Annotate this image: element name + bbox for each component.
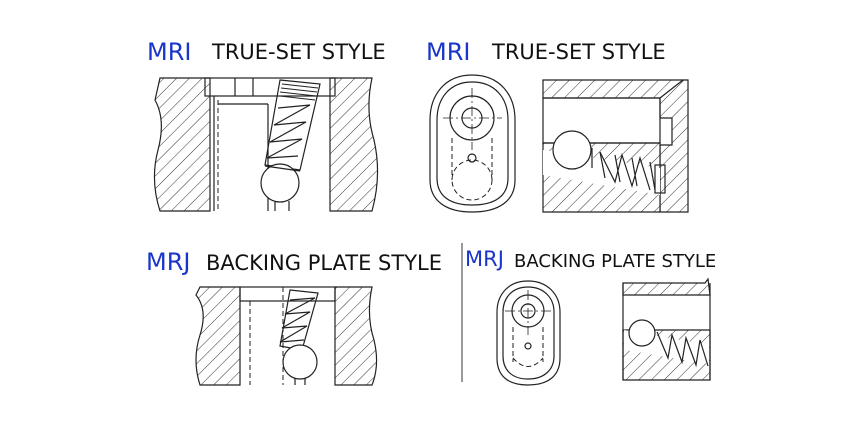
product-code: MRJ (146, 248, 190, 276)
style-label: TRUE-SET STYLE (211, 40, 386, 64)
mri-section-view (153, 77, 379, 212)
title-mri-true-set-2: MRI TRUE-SET STYLE (426, 38, 666, 66)
title-mrj-backing-plate-2: MRJ BACKING PLATE STYLE (465, 247, 716, 272)
product-code: MRI (426, 38, 470, 66)
product-code: MRI (147, 38, 191, 66)
mri-front-view (429, 74, 516, 213)
style-label: BACKING PLATE STYLE (514, 251, 716, 272)
mrj-side-view (622, 277, 711, 381)
style-label: TRUE-SET STYLE (491, 40, 666, 64)
mri-side-view (542, 79, 689, 213)
mrj-section-view (195, 286, 378, 386)
title-mri-true-set-1: MRI TRUE-SET STYLE (147, 38, 386, 66)
mrj-front-view (496, 280, 561, 386)
style-label: BACKING PLATE STYLE (206, 251, 442, 275)
title-mrj-backing-plate-1: MRJ BACKING PLATE STYLE (146, 248, 442, 276)
product-code: MRJ (465, 247, 504, 271)
